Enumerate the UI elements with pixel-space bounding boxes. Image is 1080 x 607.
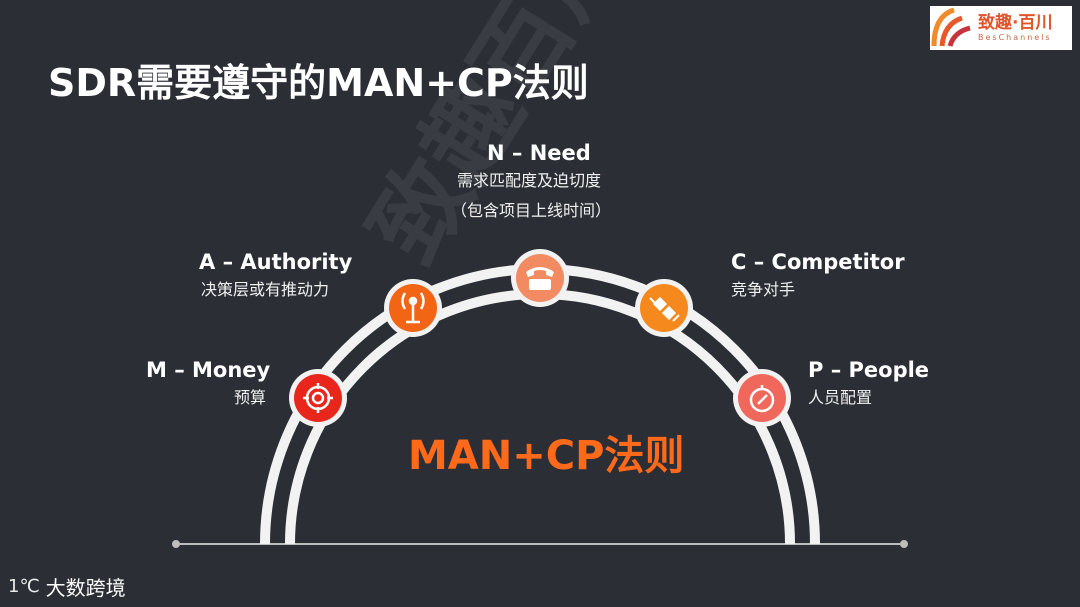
money-description: 预算	[234, 388, 267, 407]
logo-name: 致趣·百川	[978, 13, 1053, 33]
satellite-icon	[649, 296, 680, 322]
label-need: N – Need 需求匹配度及迫切度 （包含项目上线时间）	[451, 140, 611, 226]
money-heading: M – Money	[146, 358, 271, 382]
need-heading: N – Need	[487, 141, 591, 165]
antenna-icon	[401, 292, 425, 324]
footer-brand-text: 大数跨境	[45, 576, 126, 600]
node-need-circle	[516, 254, 564, 302]
node-people-circle	[738, 374, 786, 422]
node-need	[511, 249, 569, 307]
baseline-right-dot	[900, 540, 908, 548]
node-authority	[384, 279, 442, 337]
label-money: M – Money 预算	[146, 357, 270, 413]
baseline-left-dot	[172, 540, 180, 548]
competitor-description: 竞争对手	[731, 280, 796, 299]
label-authority: A – Authority 决策层或有推动力	[199, 249, 352, 305]
logo-mark-icon	[930, 6, 974, 50]
target-icon	[303, 383, 333, 413]
page-title: SDR需要遵守的MAN+CP法则	[48, 61, 589, 105]
competitor-heading: C – Competitor	[731, 250, 905, 274]
node-competitor	[635, 279, 693, 337]
need-description: 需求匹配度及迫切度	[457, 171, 602, 190]
node-money	[289, 369, 347, 427]
phone-icon	[526, 267, 554, 290]
outer-arc	[260, 264, 820, 545]
authority-description: 决策层或有推动力	[201, 280, 330, 299]
label-people: P – People 人员配置	[808, 357, 929, 413]
people-description: 人员配置	[808, 388, 873, 407]
node-competitor-circle	[640, 284, 688, 332]
need-description-note: （包含项目上线时间）	[451, 201, 612, 220]
authority-heading: A – Authority	[199, 250, 353, 274]
footer-brand-mark: 1℃	[8, 576, 40, 597]
center-title: MAN+CP法则	[408, 433, 685, 479]
compass-icon	[749, 385, 775, 413]
node-people	[733, 369, 791, 427]
brand-logo: 致趣·百川 BesChannels	[930, 6, 1072, 50]
logo-english-name: BesChannels	[978, 33, 1052, 42]
label-competitor: C – Competitor 竞争对手	[731, 249, 905, 305]
node-money-circle	[294, 374, 342, 422]
footer-brand: 1℃ 大数跨境	[8, 572, 126, 601]
people-heading: P – People	[808, 358, 930, 382]
